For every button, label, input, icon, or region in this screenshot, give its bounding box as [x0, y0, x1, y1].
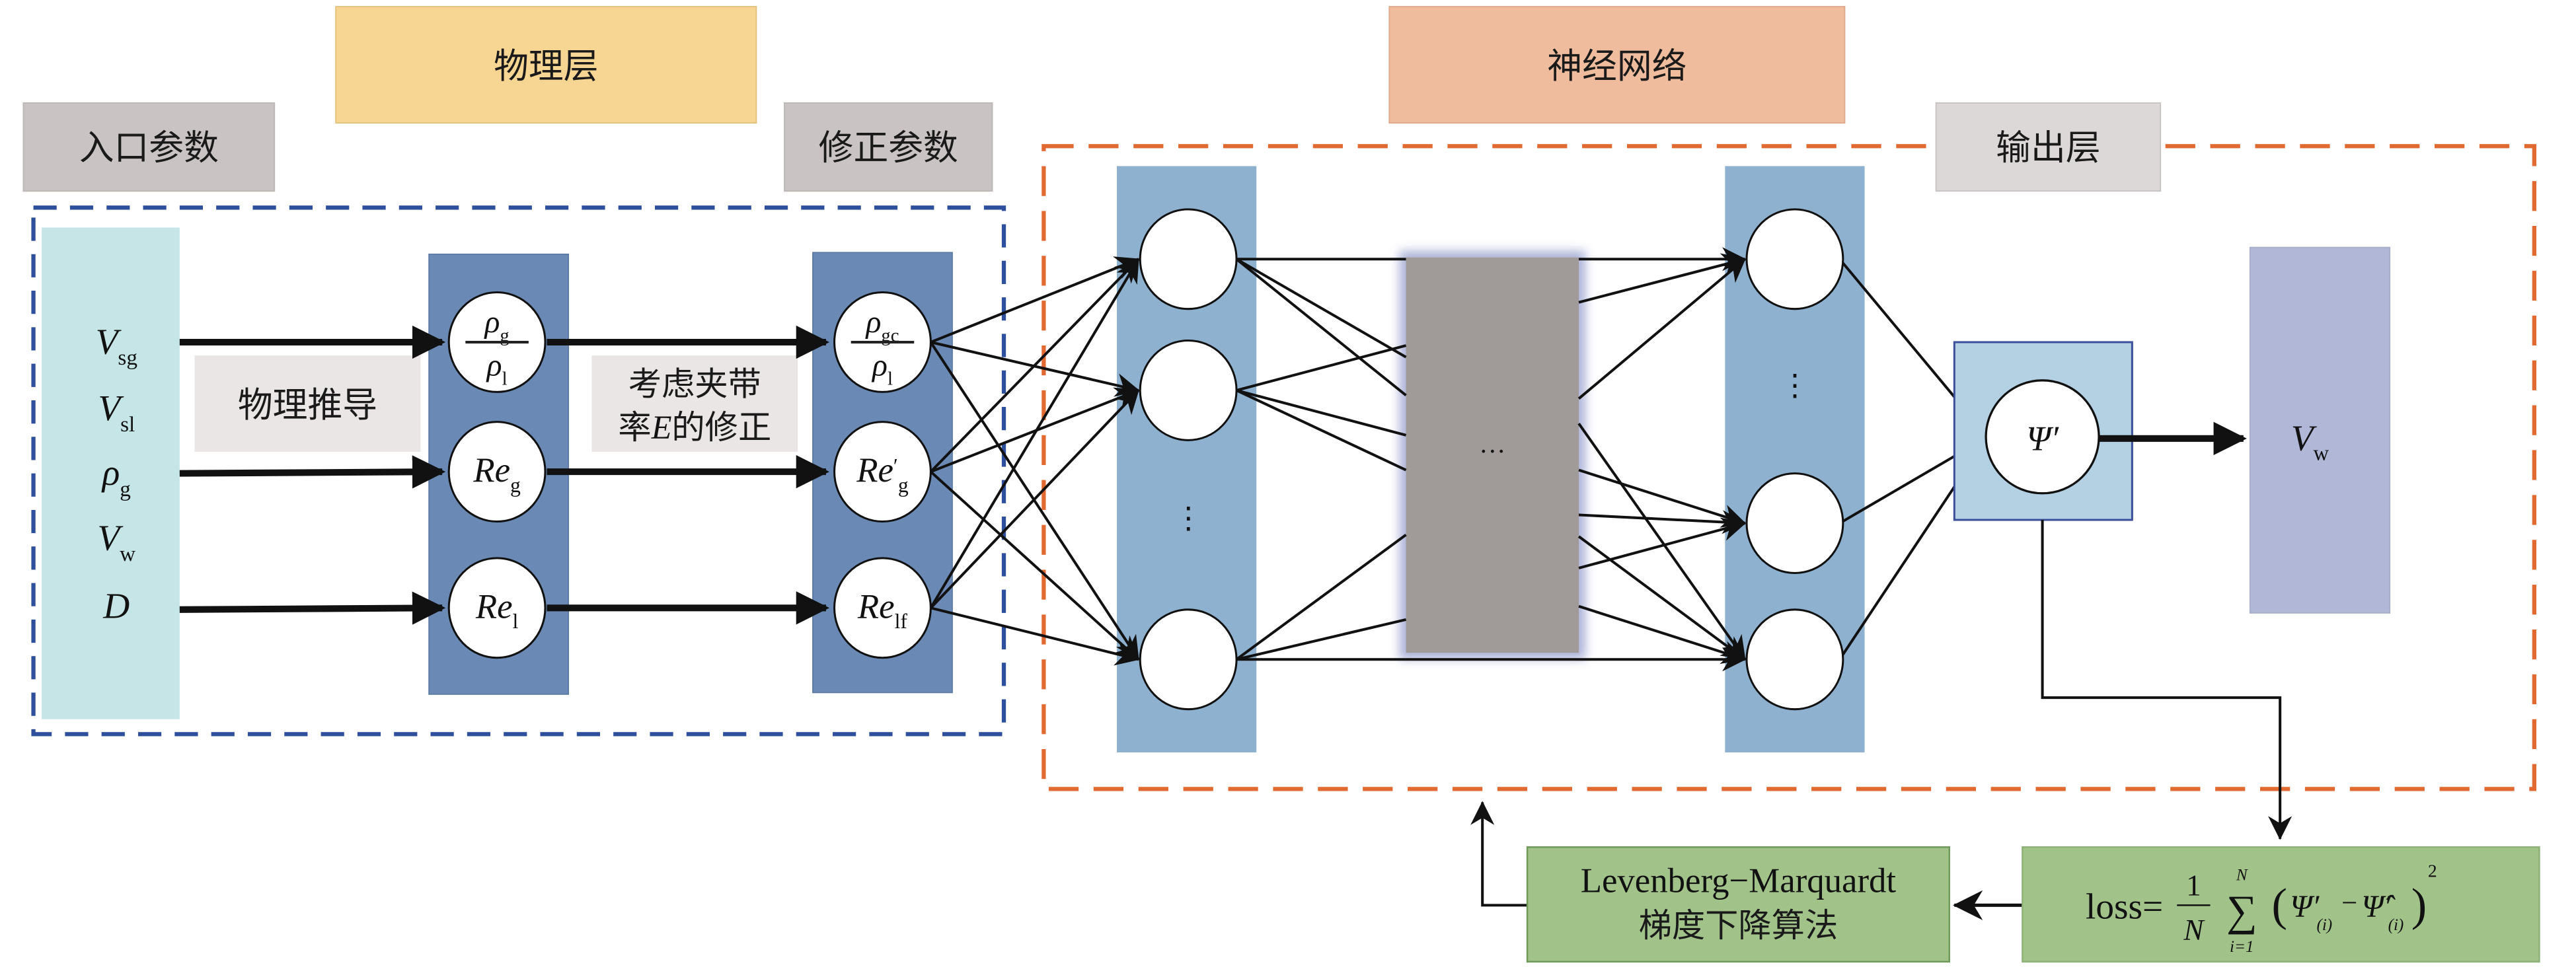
physics-node-label: Rel	[475, 587, 519, 633]
nn-edge	[1236, 344, 1407, 392]
label-physical-derivation-text: 物理推导	[238, 385, 377, 425]
nn-edge	[1578, 468, 1747, 528]
physics-node-label: Reg	[473, 451, 521, 497]
label-holdup-correction-line2: 率E的修正	[618, 408, 771, 447]
label-corrected-params-text: 修正参数	[819, 127, 958, 168]
optimizer-box: Levenberg−Marquardt 梯度下降算法	[1526, 846, 1951, 963]
input-to-physics-arrow	[179, 455, 446, 489]
loss-box: loss= 1 N N ∑ i=1 ( Ψ′ (i) − Ψ̂′ (i) ) 2	[2022, 846, 2540, 963]
loss-paren-right: )	[2411, 879, 2427, 931]
optimizer-line1: Levenberg−Marquardt	[1581, 861, 1897, 900]
label-holdup-correction-line1: 考虑夹带	[628, 364, 761, 403]
corrected-to-nn-edge	[930, 256, 1140, 343]
nn-last-layer-vdots: ⋮	[1780, 369, 1809, 402]
label-physical-derivation: 物理推导	[194, 355, 421, 452]
label-physics-layer: 物理层	[335, 6, 757, 124]
nn-edge	[1236, 258, 1407, 359]
input-variable: Vw	[97, 517, 135, 566]
input-variable: Vsl	[98, 388, 135, 437]
corrected-to-nn-edge	[929, 389, 1140, 609]
corrected-to-nn-edge	[930, 606, 1140, 666]
loss-frac-den: N	[2183, 914, 2205, 947]
loss-sum-symbol: ∑	[2226, 888, 2257, 935]
nn-edge	[1578, 510, 1747, 534]
loss-term1: Ψ′	[2290, 889, 2320, 924]
nn-edge	[1236, 618, 1406, 661]
nn-last-hidden-neuron	[1745, 608, 1844, 711]
input-variable: D	[102, 585, 130, 626]
corrected-node-denominator: ρl	[871, 347, 893, 389]
loss-paren-left: (	[2272, 879, 2287, 931]
nn-edge	[1578, 604, 1747, 665]
nn-edge	[1236, 388, 1407, 437]
label-physics-layer-text: 物理层	[494, 46, 598, 87]
nn-edge	[1577, 258, 1746, 400]
label-output-layer: 输出层	[1935, 102, 2162, 192]
physics-node	[447, 557, 547, 659]
loss-sum-lower: i=1	[2230, 938, 2254, 956]
nn-input-neuron	[1139, 208, 1238, 310]
label-input-params: 入口参数	[22, 102, 276, 192]
loss-feedback-line	[2041, 520, 2292, 840]
vw-output-box	[2249, 246, 2391, 614]
loss-minus: −	[2341, 887, 2357, 918]
corrected-node-label: Re′g	[856, 451, 909, 497]
optimizer-line2: 梯度下降算法	[1639, 906, 1838, 945]
nn-edge	[1236, 389, 1407, 472]
loss-term2-sub: (i)	[2388, 916, 2404, 934]
label-input-params-text: 入口参数	[79, 127, 219, 168]
nn-edge	[1578, 517, 1747, 569]
output-neuron-label: Ψ′	[2026, 419, 2059, 458]
nn-last-hidden-neuron	[1745, 472, 1844, 575]
optimizer-to-network-arrow	[1470, 801, 1528, 907]
loss-sum-upper: N	[2236, 867, 2248, 885]
nn-group-border	[1042, 144, 2537, 791]
loss-power: 2	[2428, 861, 2437, 881]
nn-edge	[1235, 258, 1407, 397]
corrected-node-label: Relf	[857, 587, 907, 633]
input-to-physics-arrow	[179, 591, 446, 625]
label-corrected-params: 修正参数	[784, 102, 993, 192]
nn-edge	[1578, 253, 1747, 304]
corrected-to-nn-edge	[929, 258, 1140, 609]
loss-term1-sub: (i)	[2316, 916, 2332, 934]
input-variable: ρg	[101, 452, 131, 501]
loss-lhs: loss=	[2086, 886, 2163, 927]
nn-connections	[929, 247, 1989, 672]
nn-input-neuron	[1139, 339, 1238, 441]
loss-frac-num: 1	[2186, 869, 2201, 902]
corrected-to-nn-edge	[930, 470, 1140, 661]
input-variable: Vsg	[96, 322, 137, 371]
nn-neurons	[1139, 208, 1844, 711]
nn-input-neuron	[1139, 608, 1238, 711]
nn-input-layer-vdots: ⋮	[1174, 502, 1203, 535]
label-neural-network-text: 神经网络	[1547, 46, 1686, 87]
physics-node-denominator: ρl	[486, 347, 508, 389]
nn-edge	[1235, 534, 1407, 661]
nn-hidden-layers-block	[1406, 257, 1579, 653]
nn-edge	[1577, 535, 1746, 661]
label-output-layer-text: 输出层	[1996, 127, 2100, 168]
corrected-to-nn-edge	[929, 258, 1140, 473]
nn-last-hidden-neuron	[1745, 208, 1844, 310]
loss-term2: Ψ̂′	[2361, 889, 2396, 924]
label-neural-network: 神经网络	[1388, 6, 1846, 124]
input-column	[42, 227, 180, 719]
nn-edge	[1577, 423, 1747, 661]
physics-arrows	[179, 325, 830, 625]
label-holdup-correction: 考虑夹带 率E的修正	[591, 355, 798, 452]
vw-output-label: Vw	[2291, 417, 2330, 465]
physics-node	[447, 421, 547, 523]
physics-group-border	[31, 205, 1006, 737]
hidden-ellipsis: ···	[1479, 437, 1505, 466]
